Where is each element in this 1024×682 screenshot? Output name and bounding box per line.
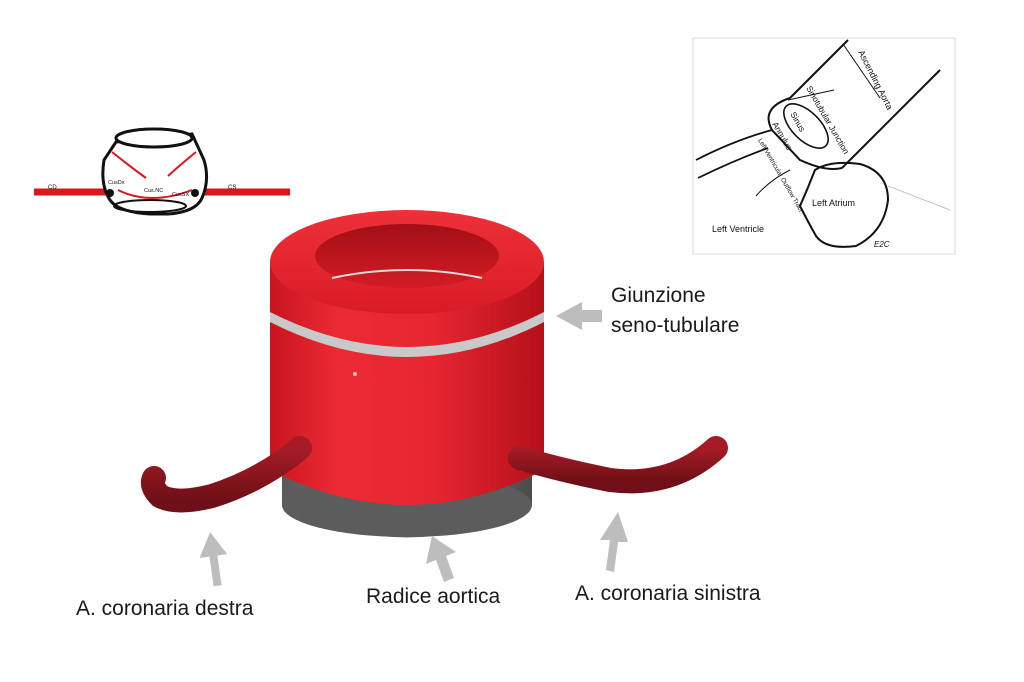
left-coronary-artery [508,436,728,494]
inset-frame [692,37,956,255]
arrow-left-coronary [600,512,628,572]
cusp-curve-base [117,189,193,199]
sketch-label-cd: CD [48,185,57,191]
label-left-coronary: A. coronaria sinistra [575,582,761,605]
lumen-inner-band [331,269,483,279]
surface-dot [353,372,357,376]
stj-line [787,89,835,101]
anatomy-inset: Left Atrium Left Ventricle E2C Ascending… [692,37,956,255]
inset-left-atrium: Left Atrium [812,198,855,208]
aortic-root-model [140,210,728,538]
root-sketch: CD CS CusDx Cus.NC CusSX [34,127,290,216]
lvot-wall-upper [695,129,773,161]
aortic-root-body [270,262,544,505]
sketch-label-cusdx: CusDx [108,180,125,186]
label-right-coronary: A. coronaria destra [76,597,254,620]
aorta-dimension-arrow [842,43,881,99]
sketch-label-cs: CS [228,185,236,191]
sinus-outline [767,97,843,170]
inset-signature: E2C [874,240,890,249]
label-junction-line2: seno-tubulare [611,314,739,337]
sketch-label-cusnc: Cus.NC [144,188,163,194]
pointer-arrows [199,302,628,587]
cusp-curve-left [167,151,197,177]
sinotubular-band [270,312,544,357]
left-atrium-outline [798,161,890,248]
lvot-inner [755,169,791,197]
arrow-junction [556,302,602,330]
sinus-ellipse [783,103,829,149]
label-junction-line1: Giunzione [611,284,706,307]
inset-left-ventricle: Left Ventricle [712,224,764,234]
sketch-label-cussx: CusSX [172,192,189,198]
arrow-right-coronary [199,532,228,587]
ostium-left-dot [191,189,199,197]
aorta-wall-right [841,69,941,169]
cusp-curve-right [111,151,147,179]
root-sketch-base [113,199,187,213]
aorta-lumen [315,224,499,288]
lvot-wall-lower [697,147,769,179]
aorta-wall-left [789,39,849,99]
label-aortic-root: Radice aortica [366,585,501,608]
root-sketch-rim [114,127,194,149]
ostium-right-dot [106,189,114,197]
arrow-root [426,536,456,582]
right-coronary-artery [140,436,312,513]
